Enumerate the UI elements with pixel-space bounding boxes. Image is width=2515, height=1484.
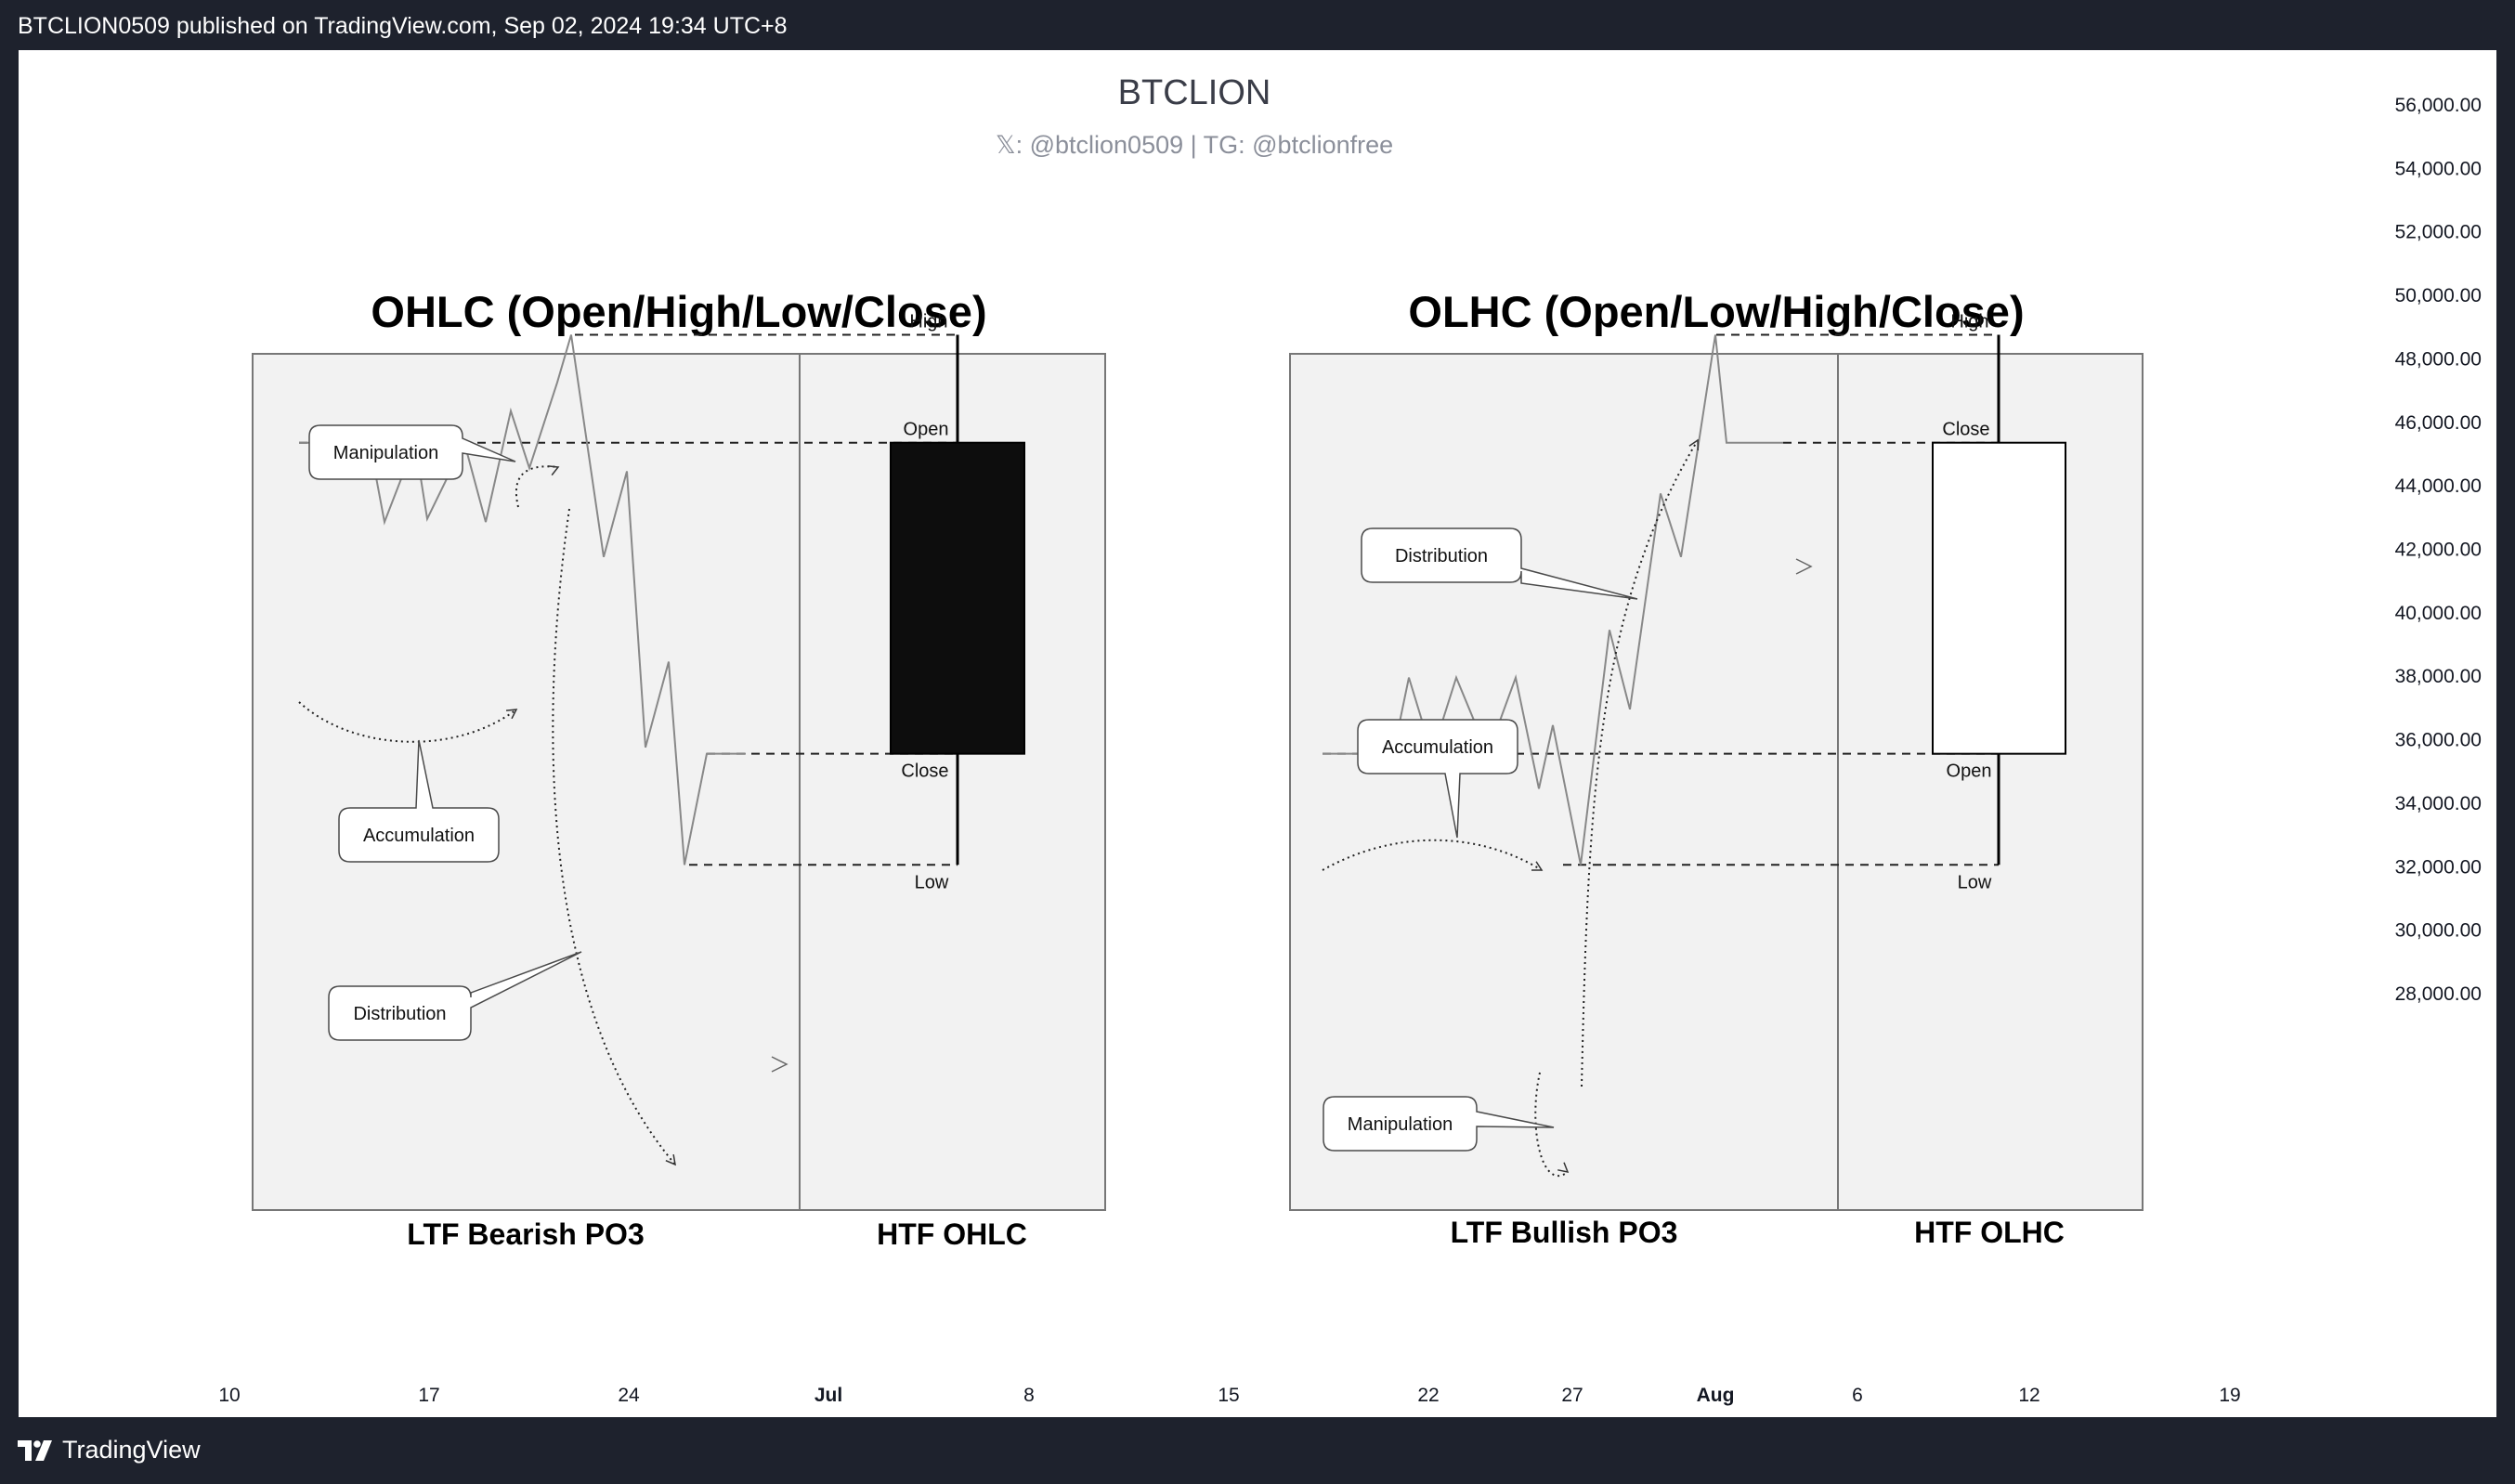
time-tick-label: Aug [1697, 1385, 1735, 1406]
price-tick-label: 40,000.00 [2395, 603, 2482, 624]
time-tick-label: 12 [2018, 1385, 2039, 1406]
po3-diagram: OHLC (Open/High/Low/Close)HighOpenCloseL… [252, 287, 1106, 1251]
callout-label: Accumulation [1382, 737, 1493, 758]
callout-bubble [328, 951, 582, 1041]
tradingview-wordmark: TradingView [62, 1436, 201, 1464]
callout-label: Distribution [353, 1004, 446, 1024]
price-tick-label: 34,000.00 [2395, 793, 2482, 814]
price-tick-label: 38,000.00 [2395, 666, 2482, 687]
chart-subtitle: 𝕏: @btclion0509 | TG: @btclionfree [996, 131, 1393, 159]
price-tick-label: 46,000.00 [2395, 412, 2482, 434]
po3-diagram: OLHC (Open/Low/High/Close)HighCloseOpenL… [1289, 287, 2144, 1249]
time-tick-label: 6 [1852, 1385, 1863, 1406]
manipulation-callout: Manipulation [1323, 1096, 1555, 1152]
price-tick-label: 36,000.00 [2395, 730, 2482, 751]
chart-canvas[interactable]: BTCLION 𝕏: @btclion0509 | TG: @btclionfr… [19, 50, 2496, 1417]
callout-label: Accumulation [363, 826, 475, 846]
callout-bubble [1357, 719, 1518, 839]
time-tick-label: 15 [1218, 1385, 1239, 1406]
level-label: Low [915, 872, 949, 892]
time-tick-label: 22 [1417, 1385, 1439, 1406]
level-label: High [1950, 312, 1988, 332]
level-label: High [909, 312, 947, 332]
price-tick-label: 56,000.00 [2395, 95, 2482, 116]
po3-diagrams: OHLC (Open/High/Low/Close)HighOpenCloseL… [252, 287, 2144, 1251]
price-tick-label: 32,000.00 [2395, 856, 2482, 878]
time-axis[interactable]: 10 17 24 Jul 8 15 22 27 Aug 6 12 19 [218, 1385, 2240, 1406]
price-tick-label: 54,000.00 [2395, 158, 2482, 179]
accumulation-curve [298, 701, 517, 743]
tradingview-logo-icon [18, 1439, 52, 1461]
accumulation-arrowhead [1531, 861, 1544, 871]
tradingview-brand[interactable]: TradingView [18, 1436, 201, 1464]
price-tick-label: 50,000.00 [2395, 285, 2482, 306]
price-tick-label: 28,000.00 [2395, 983, 2482, 1005]
callout-bubble [1323, 1096, 1555, 1152]
distribution-callout: Distribution [1361, 527, 1638, 600]
price-tick-label: 42,000.00 [2395, 540, 2482, 561]
callout-label: Distribution [1395, 546, 1488, 566]
distribution-curve [552, 508, 676, 1165]
level-label: Open [904, 420, 949, 440]
accumulation-callout: Accumulation [1357, 719, 1518, 839]
manipulation-arrowhead [1557, 1162, 1570, 1174]
manipulation-callout: Manipulation [308, 424, 516, 480]
distribution-callout: Distribution [328, 951, 582, 1041]
time-tick-label: 24 [618, 1385, 640, 1406]
time-tick-label: 10 [218, 1385, 240, 1406]
time-tick-label: 27 [1561, 1385, 1583, 1406]
time-tick-label: 19 [2219, 1385, 2240, 1406]
price-tick-label: 30,000.00 [2395, 920, 2482, 942]
candle-body [1932, 441, 2066, 755]
accumulation-curve [1322, 839, 1543, 871]
distribution-arrowhead [1688, 438, 1700, 451]
time-tick-label: Jul [814, 1385, 842, 1406]
price-tick-label: 48,000.00 [2395, 348, 2482, 370]
price-tick-label: 52,000.00 [2395, 222, 2482, 243]
distribution-curve [1581, 439, 1699, 1087]
price-axis[interactable]: 56,000.00 54,000.00 52,000.00 50,000.00 48,0… [2395, 95, 2482, 1005]
manipulation-curve [1534, 1072, 1569, 1177]
publish-info: BTCLION0509 published on TradingView.com… [18, 13, 788, 39]
callout-bubble [308, 424, 516, 480]
candle-body [890, 441, 1025, 755]
accumulation-arrowhead [505, 709, 518, 720]
distribution-arrowhead [665, 1154, 676, 1166]
diagram-heading: OLHC (Open/Low/High/Close) [1408, 287, 2024, 336]
ltf-label: LTF Bullish PO3 [1451, 1216, 1678, 1249]
continuation-arrow [1795, 558, 1813, 575]
level-label: Close [1942, 420, 1989, 440]
time-tick-label: 17 [418, 1385, 439, 1406]
price-tick-label: 44,000.00 [2395, 475, 2482, 497]
time-tick-label: 8 [1023, 1385, 1035, 1406]
callout-label: Manipulation [1348, 1114, 1453, 1135]
diagram-heading: OHLC (Open/High/Low/Close) [371, 287, 986, 336]
accumulation-callout: Accumulation [338, 739, 500, 863]
manipulation-arrowhead [547, 465, 560, 476]
publish-bar: BTCLION0509 published on TradingView.com… [0, 0, 2515, 50]
level-label: Low [1958, 872, 1992, 892]
chart-title: BTCLION [1118, 73, 1271, 112]
continuation-arrow [771, 1056, 788, 1073]
ltf-label: LTF Bearish PO3 [407, 1217, 644, 1251]
chart-panel[interactable]: BTCLION 𝕏: @btclion0509 | TG: @btclionfr… [19, 50, 2496, 1417]
level-label: Open [1947, 762, 1992, 782]
callout-bubble [338, 739, 500, 863]
callout-bubble [1361, 527, 1638, 600]
level-label: Close [901, 762, 948, 782]
htf-label: HTF OLHC [1914, 1216, 2065, 1249]
htf-label: HTF OHLC [877, 1217, 1027, 1251]
footer-bar: TradingView [0, 1417, 2515, 1484]
callout-label: Manipulation [333, 443, 438, 463]
